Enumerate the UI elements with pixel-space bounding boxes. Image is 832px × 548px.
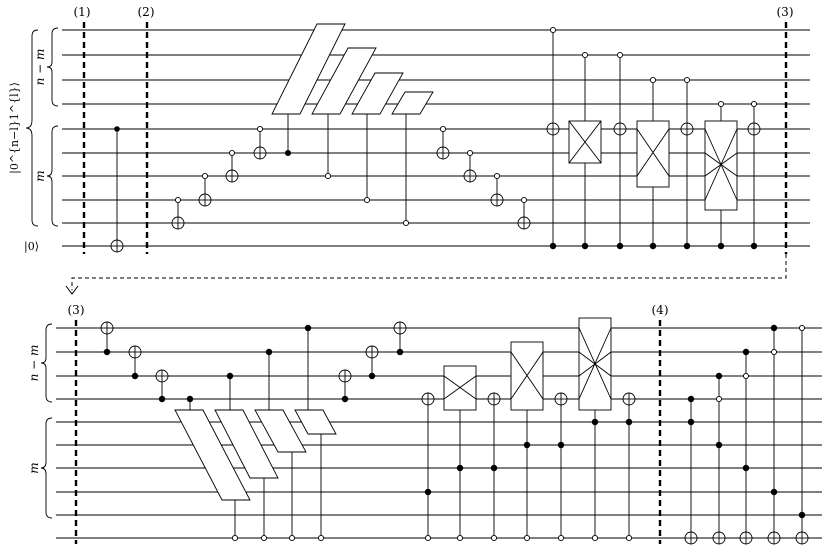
top-swap-section — [546, 26, 761, 250]
bottom-middle-cnots — [338, 321, 407, 403]
bottom-swap-section — [421, 317, 636, 542]
marker-1: (1) — [74, 5, 91, 19]
bottom-marker-4: (4) — [652, 303, 669, 317]
top-cnot-descending — [436, 125, 531, 230]
bottom-upper-register-label: n − m — [27, 345, 41, 382]
top-cnot-ladder — [171, 125, 267, 230]
top-circuit: n − m m |0^{n−l}1^{l}⟩ |0⟩ (1) (2) (3) — [8, 5, 810, 254]
top-wires — [62, 29, 810, 247]
top-braces — [25, 27, 59, 227]
bottom-lower-register-label: m — [27, 462, 41, 473]
continuation-arrow — [71, 254, 787, 290]
lower-register-label: m — [33, 170, 47, 181]
top-step-lines — [82, 22, 788, 254]
bottom-final-toffolis — [684, 324, 809, 545]
ancilla-label: |0⟩ — [24, 240, 39, 254]
bottom-wires — [56, 327, 822, 539]
bottom-cnot-chain — [100, 321, 169, 403]
marker-3: (3) — [777, 5, 794, 19]
ancilla-cnot — [110, 126, 124, 253]
bottom-circuit: n − m m (3) (4) — [27, 303, 822, 545]
bottom-step-lines — [74, 320, 662, 544]
input-state-label: |0^{n−l}1^{l}⟩ — [8, 82, 22, 174]
marker-2: (2) — [138, 5, 155, 19]
top-staircase-gates — [271, 23, 434, 227]
bottom-staircase-gates — [174, 324, 337, 542]
top-xor-crosses — [552, 123, 755, 135]
upper-register-label: n − m — [33, 49, 47, 86]
bottom-marker-3: (3) — [68, 303, 85, 317]
bottom-braces — [40, 323, 53, 519]
arrow-head-icon — [65, 285, 79, 295]
